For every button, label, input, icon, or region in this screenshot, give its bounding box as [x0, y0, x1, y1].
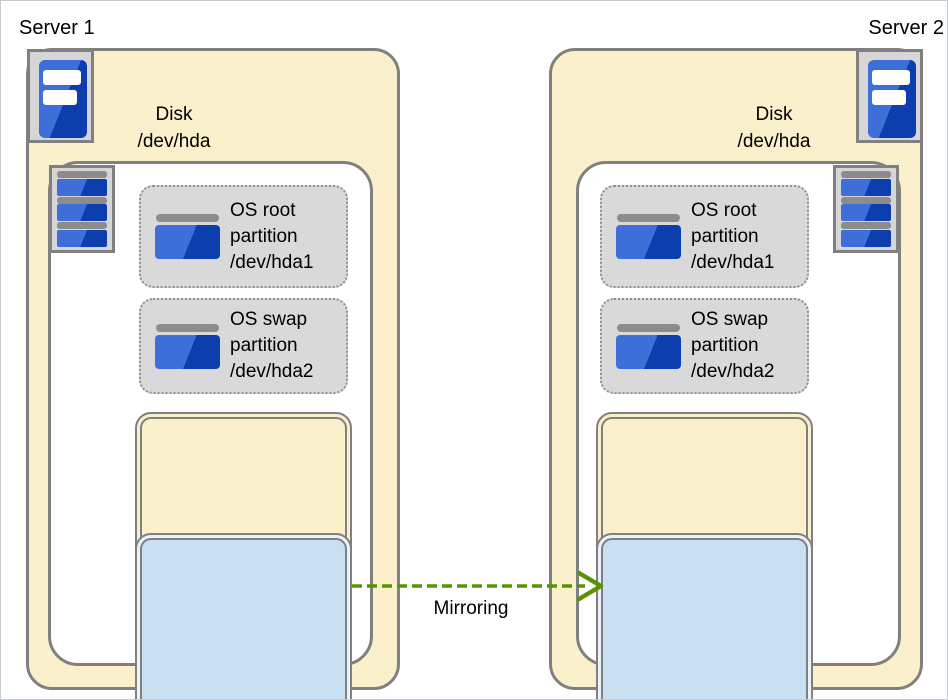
disk-platter-bar	[841, 222, 891, 230]
disk-platter-bar	[841, 170, 891, 178]
partition-label: OS swap partition /dev/hda2	[230, 309, 314, 382]
server1-data-partition: Data partition /dev/hda4	[135, 533, 352, 699]
server2-os-root-partition: OS root partition /dev/hda1	[596, 185, 809, 288]
partition-disk-icon	[616, 214, 681, 259]
partition-disk-icon	[616, 323, 681, 369]
server-tower-icon	[27, 49, 94, 143]
disk-device-line: /dev/hda	[737, 131, 811, 152]
disk-platter-bar	[57, 196, 107, 204]
disk-title-line: Disk	[755, 104, 793, 125]
server1-os-root-partition: OS root partition /dev/hda1	[135, 185, 348, 288]
server-tower-shape	[39, 60, 87, 138]
server-tower-shape	[868, 60, 916, 138]
partition-label: OS swap partition /dev/hda2	[691, 309, 775, 382]
drive-bay-slot	[872, 70, 910, 85]
disk-device-line: /dev/hda	[137, 131, 211, 152]
disk-platter-bar	[57, 222, 107, 230]
server-tower-icon	[856, 49, 923, 143]
disk-drive-bar	[841, 178, 891, 196]
disk-drive-bar	[57, 230, 107, 248]
partition-disk-icon	[155, 214, 220, 259]
mirroring-label: Mirroring	[433, 598, 509, 619]
mirroring-arrow	[352, 570, 604, 602]
partition-disk-icon	[155, 323, 220, 369]
disk-drive-bar	[841, 230, 891, 248]
partition-label: OS root partition /dev/hda1	[230, 199, 314, 273]
server1-disk-title: Disk /dev/hda	[94, 101, 254, 155]
server2-data-partition: Data partition /dev/hda4	[596, 533, 813, 699]
disk-title-line: Disk	[155, 104, 193, 125]
partition-label: OS root partition /dev/hda1	[691, 199, 775, 273]
disk-platter-bar	[841, 196, 891, 204]
drive-bay-slot	[43, 90, 77, 105]
server2-disk-title: Disk /dev/hda	[694, 101, 854, 155]
disk-platter-bar	[57, 170, 107, 178]
server1-label: Server 1	[19, 17, 95, 39]
server1-os-swap-partition: OS swap partition /dev/hda2	[135, 298, 348, 394]
drive-bay-slot	[43, 70, 81, 85]
server2-label: Server 2	[868, 17, 944, 39]
server2-os-swap-partition: OS swap partition /dev/hda2	[596, 298, 809, 394]
disk-drive-bar	[841, 204, 891, 222]
disk-stack-icon	[833, 165, 899, 253]
disk-drive-bar	[57, 204, 107, 222]
disk-stack-icon	[49, 165, 115, 253]
disk-drive-bar	[57, 178, 107, 196]
drive-bay-slot	[872, 90, 906, 105]
